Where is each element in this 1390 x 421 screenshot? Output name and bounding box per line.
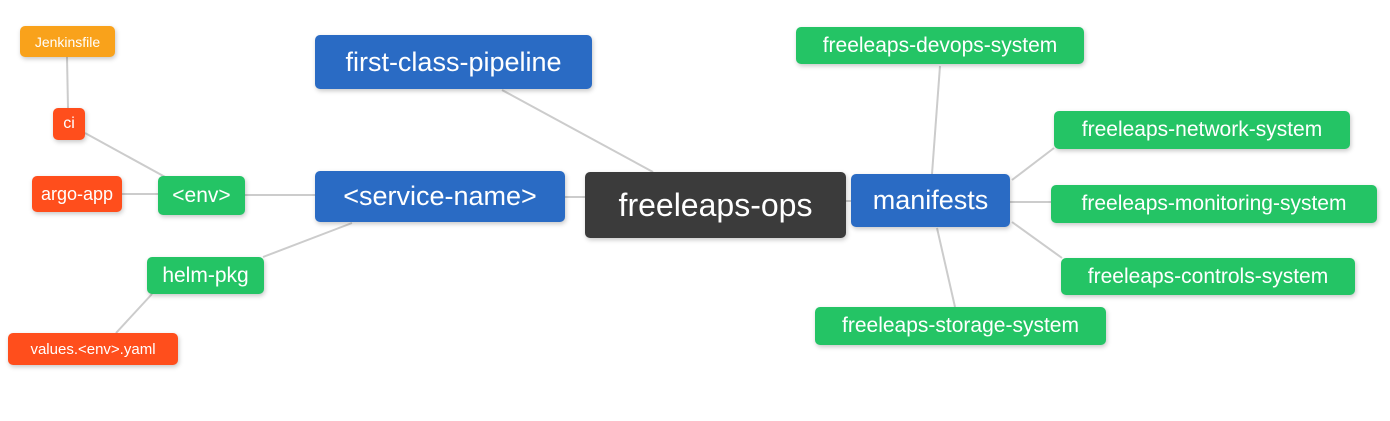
- node-manifests[interactable]: manifests: [851, 174, 1010, 227]
- edge-jenkinsfile-ci: [66, 56, 69, 109]
- node-jenkinsfile[interactable]: Jenkinsfile: [20, 26, 115, 57]
- edge-helm-pkg-service-name: [262, 222, 353, 258]
- node-freeleaps-monitoring-system[interactable]: freeleaps-monitoring-system: [1051, 185, 1377, 223]
- edge-manifests-freeleaps-network-system: [1011, 147, 1055, 181]
- node-values-env-yaml[interactable]: values.<env>.yaml: [8, 333, 178, 365]
- node-freeleaps-devops-system[interactable]: freeleaps-devops-system: [796, 27, 1084, 64]
- node-service-name[interactable]: <service-name>: [315, 171, 565, 222]
- edge-manifests-freeleaps-storage-system: [936, 227, 956, 308]
- node-ci[interactable]: ci: [53, 108, 85, 140]
- node-freeleaps-ops[interactable]: freeleaps-ops: [585, 172, 846, 238]
- node-argo-app[interactable]: argo-app: [32, 176, 122, 212]
- edge-manifests-freeleaps-devops-system: [931, 65, 941, 175]
- node-helm-pkg[interactable]: helm-pkg: [147, 257, 264, 294]
- node-env[interactable]: <env>: [158, 176, 245, 215]
- node-freeleaps-network-system[interactable]: freeleaps-network-system: [1054, 111, 1350, 149]
- node-first-class-pipeline[interactable]: first-class-pipeline: [315, 35, 592, 89]
- edge-first-class-pipeline-freeleaps-ops: [501, 89, 654, 173]
- node-freeleaps-storage-system[interactable]: freeleaps-storage-system: [815, 307, 1106, 345]
- edge-manifests-freeleaps-controls-system: [1011, 221, 1063, 259]
- edge-helm-pkg-values-env-yaml: [115, 293, 153, 334]
- node-freeleaps-controls-system[interactable]: freeleaps-controls-system: [1061, 258, 1355, 295]
- edge-ci-env: [84, 132, 168, 179]
